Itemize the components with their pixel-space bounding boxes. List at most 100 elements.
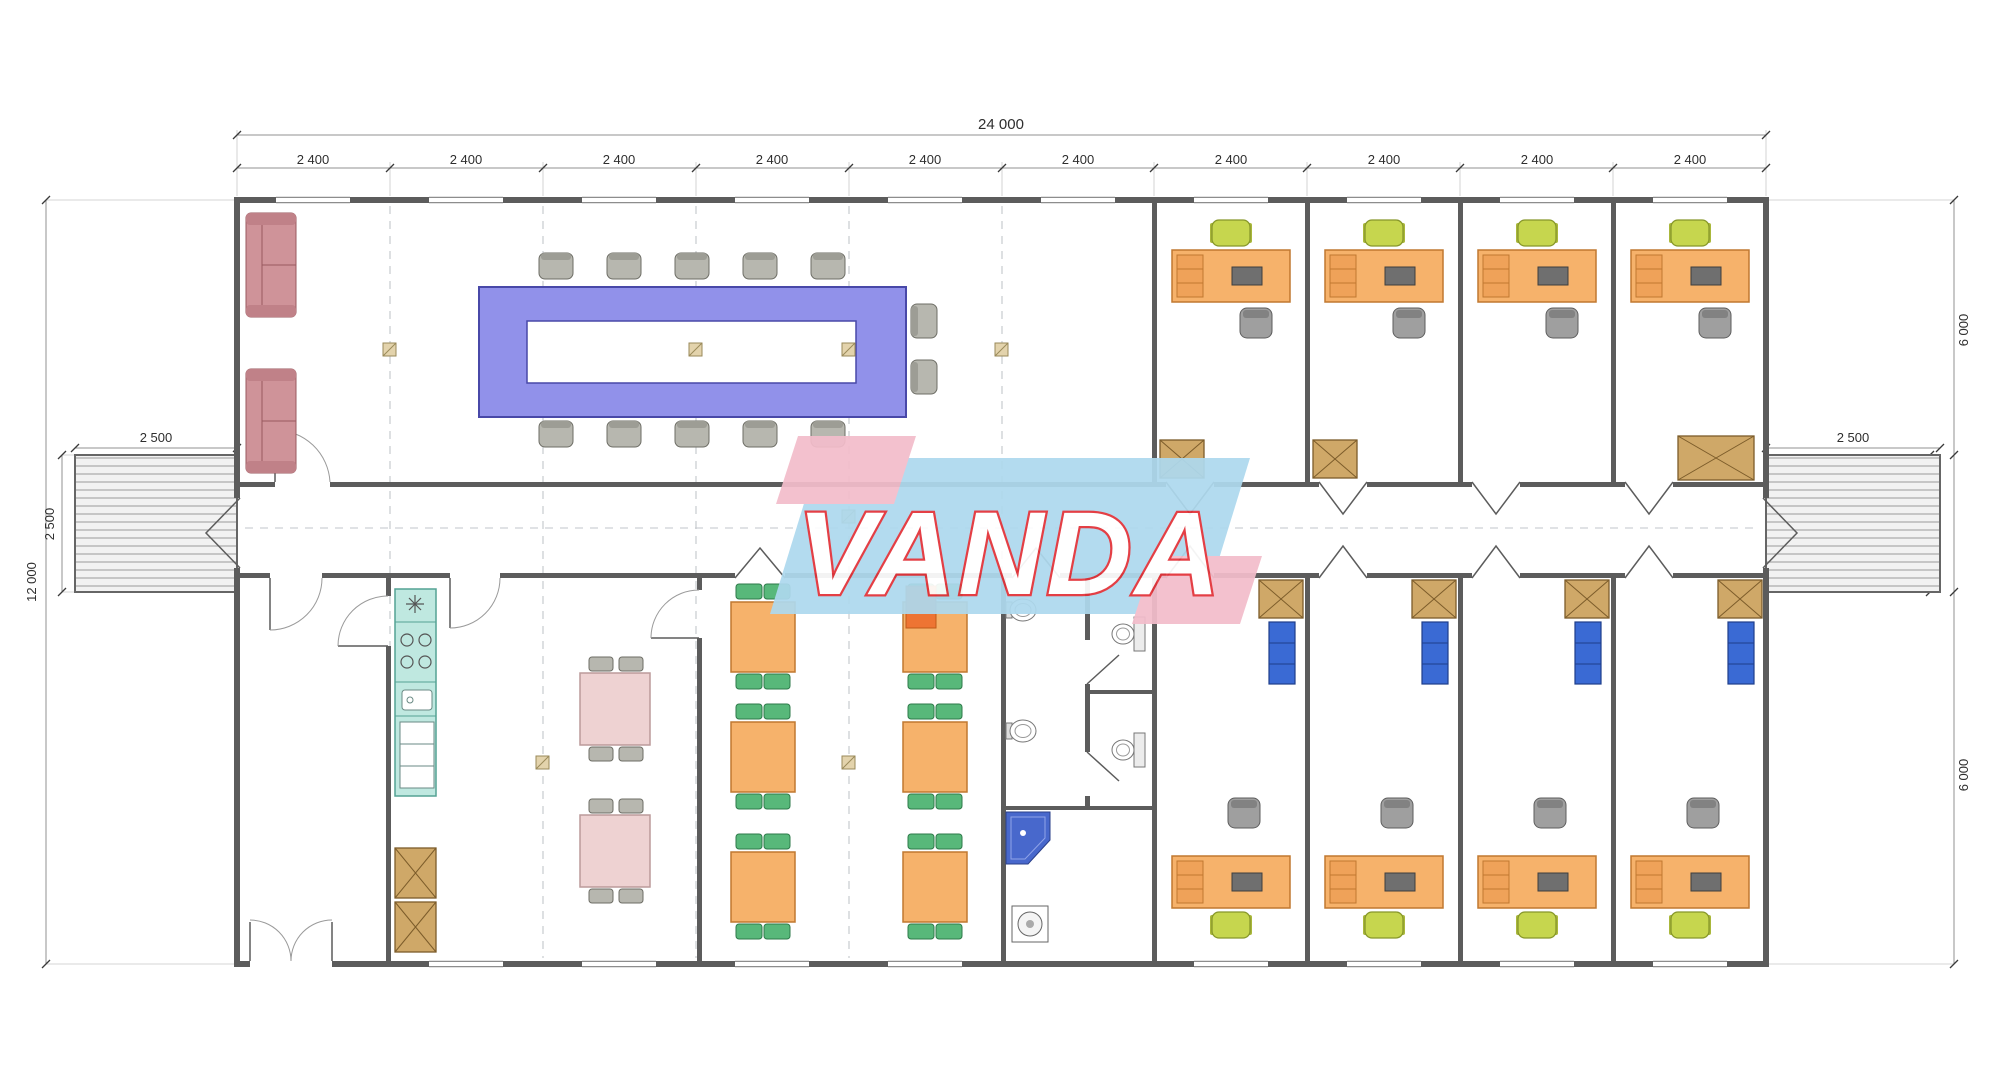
kitchen-sink-drain	[406, 696, 414, 704]
dim-right-ramp: 2 500	[1837, 430, 1870, 445]
window	[734, 195, 810, 205]
conference-chair	[538, 252, 574, 280]
office-desk	[1324, 855, 1444, 909]
task-chair	[1668, 219, 1712, 247]
dim-ticks-left-overall	[41, 195, 51, 969]
bookshelf	[1268, 621, 1296, 685]
dim-bay-8: 2 400	[1368, 152, 1401, 167]
office-desk	[1477, 249, 1597, 303]
shower-tray	[1010, 816, 1046, 860]
storage-cabinet	[1411, 579, 1457, 619]
structural-column	[841, 755, 856, 770]
conference-room	[245, 212, 938, 474]
task-chair	[1515, 219, 1559, 247]
sanitary-block	[1005, 598, 1146, 943]
bookshelf	[1727, 621, 1755, 685]
window	[1499, 959, 1575, 969]
dining-room	[580, 657, 650, 903]
kitchen-cabinet	[394, 847, 437, 899]
watermark-text: VANDA	[797, 488, 1223, 620]
dim-bay-5: 2 400	[909, 152, 942, 167]
window	[1193, 959, 1269, 969]
window	[275, 195, 351, 205]
office-desk	[1630, 249, 1750, 303]
storage-cabinet	[1717, 579, 1763, 619]
conference-chair	[606, 420, 642, 448]
offices-top-row	[1159, 219, 1755, 481]
extension-lines	[46, 130, 1954, 965]
window	[1346, 195, 1422, 205]
kitchen-cabinet	[394, 901, 437, 953]
stove-icon	[400, 633, 432, 669]
washing-machine-drum	[1026, 920, 1034, 928]
window	[887, 195, 963, 205]
storage-cabinet	[1312, 439, 1358, 479]
dim-bay-7: 2 400	[1215, 152, 1248, 167]
offices-bottom-row	[1171, 579, 1763, 939]
conference-chair	[910, 303, 938, 339]
structural-column	[382, 342, 397, 357]
window	[428, 195, 504, 205]
structural-column	[535, 755, 550, 770]
conference-chair	[742, 420, 778, 448]
conference-chair	[674, 420, 710, 448]
window	[734, 959, 810, 969]
kitchen-drawers	[399, 721, 435, 789]
watermark-accent-bottom-right	[1132, 556, 1262, 624]
office-desk	[1171, 249, 1291, 303]
window	[581, 195, 657, 205]
window	[581, 959, 657, 969]
structural-column	[994, 342, 1009, 357]
conference-chair	[910, 359, 938, 395]
office-desk	[1630, 855, 1750, 909]
dim-bay-1: 2 400	[297, 152, 330, 167]
kitchen-sink	[401, 689, 433, 711]
structural-column	[841, 342, 856, 357]
cafeteria-table-set	[731, 834, 795, 939]
sofa	[245, 368, 297, 474]
entrance-ramp-right	[1765, 454, 1941, 593]
sofa	[245, 212, 297, 318]
dim-bay-3: 2 400	[603, 152, 636, 167]
task-chair	[1362, 219, 1406, 247]
dim-bay-9: 2 400	[1521, 152, 1554, 167]
dining-table-set	[580, 657, 650, 761]
window	[1499, 195, 1575, 205]
dim-bay-10: 2 400	[1674, 152, 1707, 167]
structural-column	[688, 342, 703, 357]
dim-total-width: 24 000	[978, 116, 1024, 133]
storage-cabinet	[1258, 579, 1304, 619]
conference-chair	[810, 252, 846, 280]
fridge-icon	[406, 595, 424, 613]
washbasin	[1005, 719, 1037, 743]
dim-ticks-total	[232, 130, 1771, 140]
window	[1346, 959, 1422, 969]
bookshelf	[1574, 621, 1602, 685]
watermark-accent-top-left	[776, 436, 916, 504]
window	[1193, 195, 1269, 205]
visitor-chair	[1545, 307, 1579, 339]
visitor-chair	[1227, 797, 1261, 829]
window	[1040, 195, 1116, 205]
conference-chair	[742, 252, 778, 280]
office-desk	[1477, 855, 1597, 909]
task-chair	[1362, 911, 1406, 939]
dim-left-overall: 12 000	[24, 562, 39, 602]
dim-ticks-right-overall	[1949, 195, 1959, 969]
dim-bay-6: 2 400	[1062, 152, 1095, 167]
cafeteria-table-set	[903, 834, 967, 939]
dim-left-ramp: 2 500	[140, 430, 173, 445]
visitor-chair	[1392, 307, 1426, 339]
dim-right-bottom: 6 000	[1956, 759, 1971, 792]
visitor-chair	[1239, 307, 1273, 339]
task-chair	[1668, 911, 1712, 939]
dining-table-set	[580, 799, 650, 903]
bookshelf	[1421, 621, 1449, 685]
conference-chair	[606, 252, 642, 280]
task-chair	[1515, 911, 1559, 939]
door-swing-arcs	[249, 429, 700, 962]
shower-drain	[1020, 830, 1026, 836]
cafeteria-table-set	[731, 704, 795, 809]
